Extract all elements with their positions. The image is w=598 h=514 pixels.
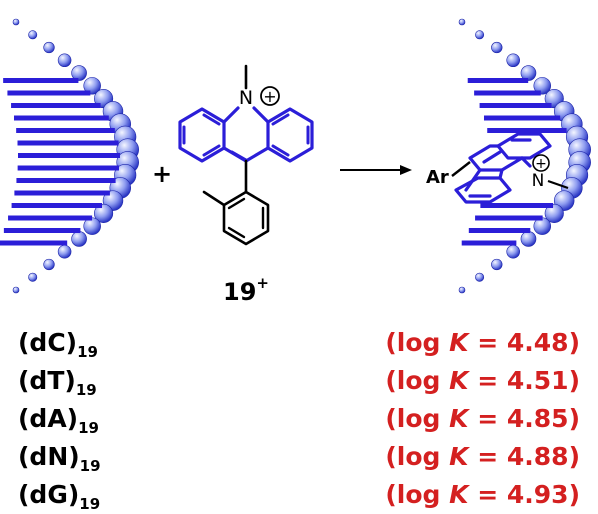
base-pair [8,215,93,221]
oligo-label: (dN)19 [18,442,101,475]
compound-label: 19+ [223,274,269,306]
base-pair [13,115,109,121]
positive-charge-icon [260,86,280,106]
dna-bead [533,77,552,95]
positive-charge-icon-right [532,154,550,172]
dna-bead [458,286,466,294]
dna-bead [475,272,485,282]
dna-bead [544,203,564,223]
dna-bead [71,65,87,81]
base-pair [14,190,110,196]
base-pair [480,203,554,208]
base-pair [487,128,567,133]
dna-bead [28,272,38,282]
dna-helix-left [0,18,139,294]
charge-sign-right: + [535,156,547,172]
dna-bead [43,258,55,271]
charge-sign: + [263,87,276,106]
dna-bead [94,203,114,223]
dna-bead [12,286,20,294]
dna-bead [12,18,20,26]
binding-constant: (log K = 4.85) [385,404,580,433]
dna-bead [57,53,72,68]
base-pair [468,228,531,233]
base-pair [16,128,115,133]
base-pair [17,140,119,146]
base-pair [17,153,120,158]
dna-bead [491,41,503,54]
plus-sign: + [152,160,172,188]
binding-constant: (log K = 4.93) [385,480,580,509]
base-pair [483,115,561,121]
base-pair [475,215,543,221]
base-pair [17,165,119,171]
base-pair [3,228,81,233]
dna-bead [83,217,101,235]
dna-bead [43,41,55,54]
binding-constant: (log K = 4.88) [385,442,580,471]
dna-bead [506,53,520,68]
aryl-label: Ar [426,167,449,188]
dna-bead [28,30,38,40]
dna-bead [491,258,503,271]
base-pair [467,78,529,83]
base-pair [461,240,517,246]
dna-helix-right [458,18,591,294]
nitrogen-atom-label: N [239,87,253,109]
oligo-label: (dG)19 [18,480,101,513]
base-pair [479,103,552,108]
intercalated-acridinium [454,132,552,204]
base-pair [16,178,116,183]
base-pair [474,90,541,96]
dna-bead [506,244,520,259]
dna-bead [57,244,72,259]
dna-bead [458,18,466,26]
dna-bead [71,231,87,247]
dna-bead [520,231,537,247]
base-pair [11,103,101,108]
aryl-bond [451,161,471,177]
binding-constant: (log K = 4.51) [385,366,580,395]
binding-constant: (log K = 4.48) [385,328,580,357]
dna-bead [83,77,101,95]
oligo-label: (dC)19 [18,328,98,361]
base-pair [3,78,79,83]
acridinium-molecule [178,64,314,246]
dna-bead [520,65,537,81]
n-methyl-bond [547,179,569,190]
oligo-label: (dA)19 [18,404,99,437]
base-pair [11,203,103,208]
base-pair [7,90,91,96]
oligo-label: (dT)19 [18,366,97,399]
base-pair [0,240,68,246]
dna-bead [475,30,485,40]
nitrogen-atom-label-right: N [532,171,545,191]
arrow-right-icon [340,165,412,175]
